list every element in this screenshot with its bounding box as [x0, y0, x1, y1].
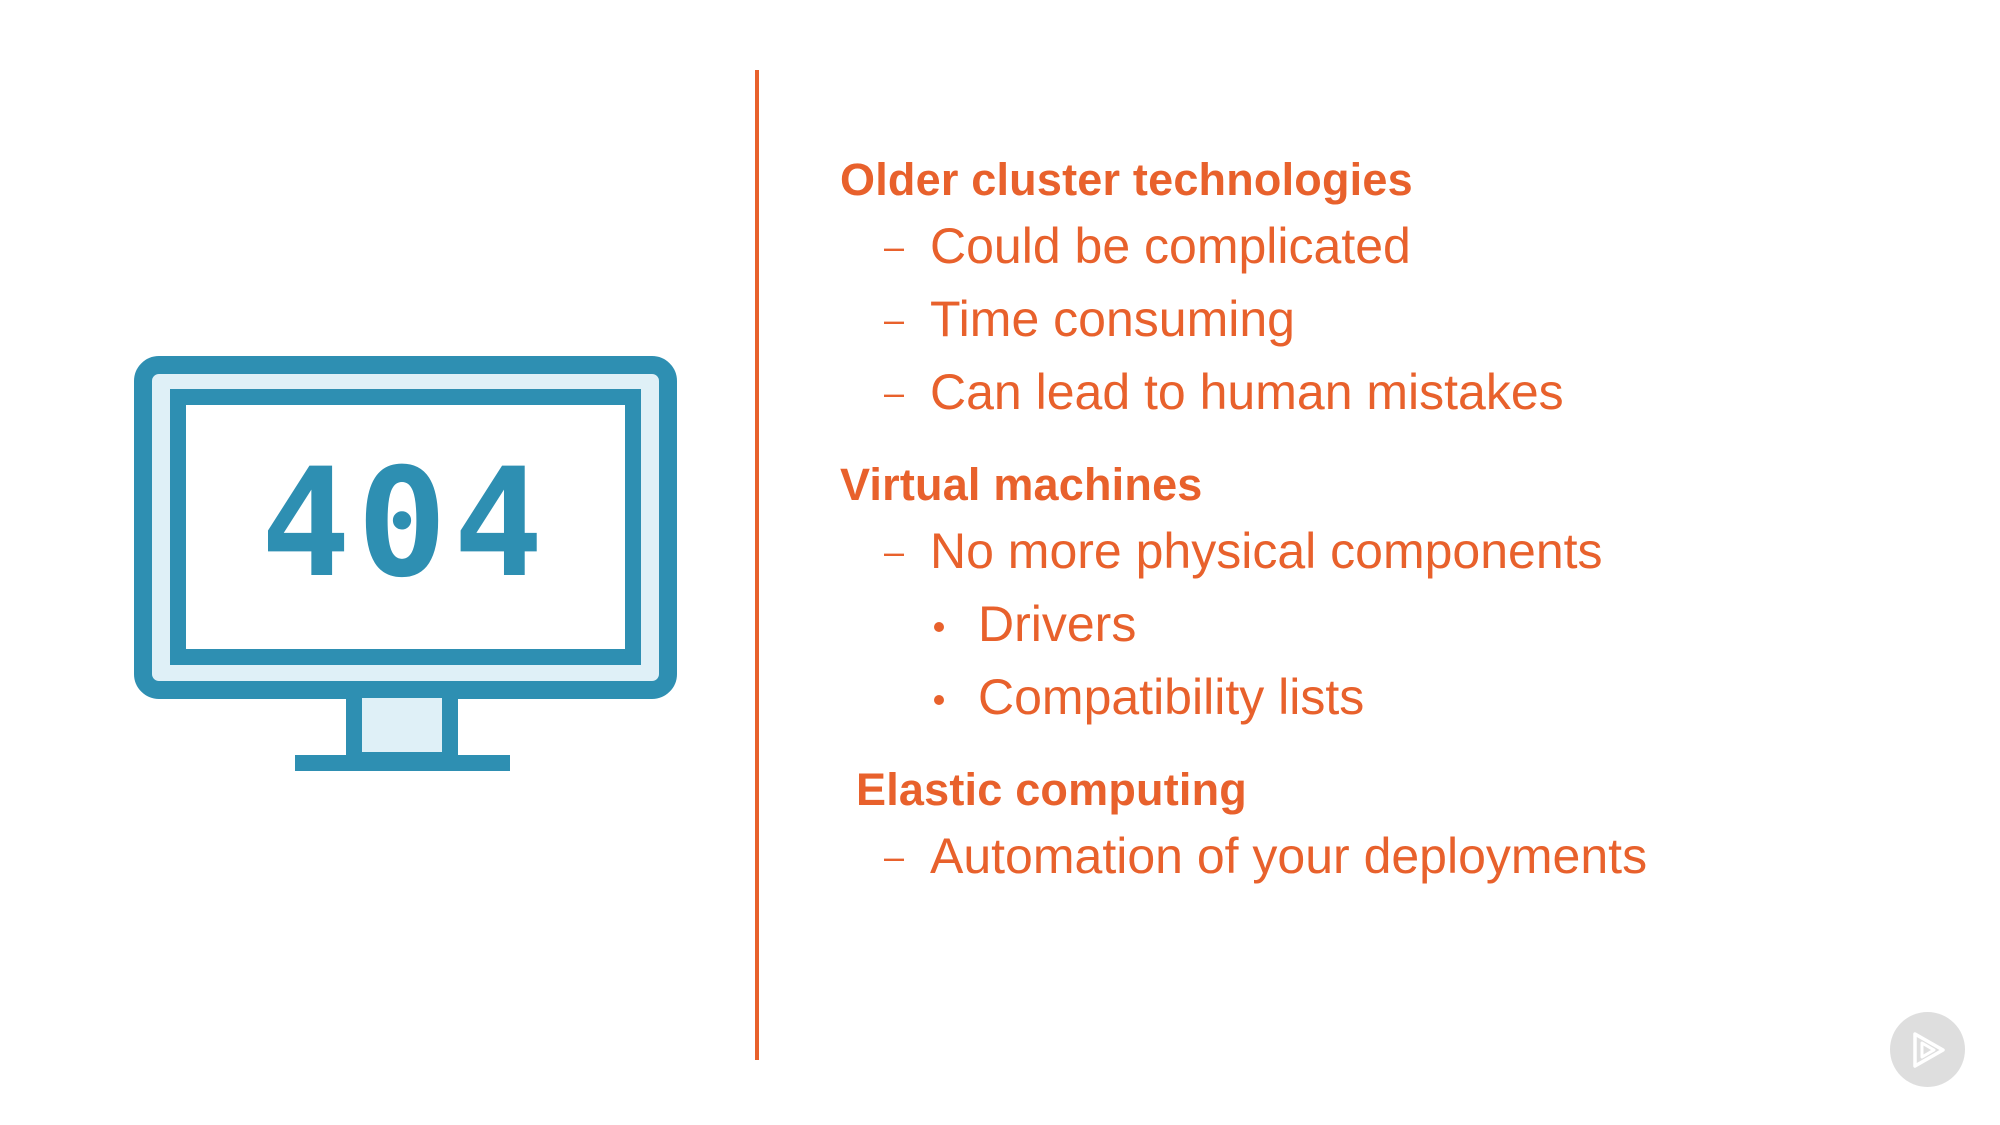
screen-404-text: 404	[261, 437, 550, 611]
list-item: – Can lead to human mistakes	[840, 356, 1920, 429]
list-item: – Could be complicated	[840, 210, 1920, 283]
bullet-dot	[934, 622, 944, 632]
list-item-text: Automation of your deployments	[930, 828, 1648, 884]
list-item-text: Could be complicated	[930, 218, 1411, 274]
section-elastic-computing: Elastic computing – Automation of your d…	[840, 760, 1920, 893]
sub-list-item-text: Drivers	[978, 596, 1137, 652]
dash-marker: –	[884, 299, 905, 340]
dash-marker: –	[884, 531, 905, 572]
section-heading: Older cluster technologies	[840, 154, 1413, 205]
section-heading: Virtual machines	[840, 459, 1203, 510]
list-item-text: Can lead to human mistakes	[930, 364, 1564, 420]
list-item-text: Time consuming	[930, 291, 1295, 347]
sub-list-item-text: Compatibility lists	[978, 669, 1365, 725]
list-item: – Time consuming	[840, 283, 1920, 356]
dash-marker: –	[884, 226, 905, 267]
list-item: – Automation of your deployments	[840, 820, 1920, 893]
monitor-404-icon: 404	[133, 355, 678, 775]
dash-marker: –	[884, 836, 905, 877]
section-heading: Elastic computing	[856, 764, 1247, 815]
play-logo-icon[interactable]	[1890, 1012, 1965, 1087]
bullet-content: Older cluster technologies – Could be co…	[840, 150, 1920, 893]
vertical-divider	[755, 70, 759, 1060]
list-item-text: No more physical components	[930, 523, 1603, 579]
sub-list-item: Compatibility lists	[840, 661, 1920, 734]
dash-marker: –	[884, 372, 905, 413]
sub-list-item: Drivers	[840, 588, 1920, 661]
section-virtual-machines: Virtual machines – No more physical comp…	[840, 455, 1920, 734]
list-item: – No more physical components	[840, 515, 1920, 588]
section-older-cluster: Older cluster technologies – Could be co…	[840, 150, 1920, 429]
bullet-dot	[934, 695, 944, 705]
